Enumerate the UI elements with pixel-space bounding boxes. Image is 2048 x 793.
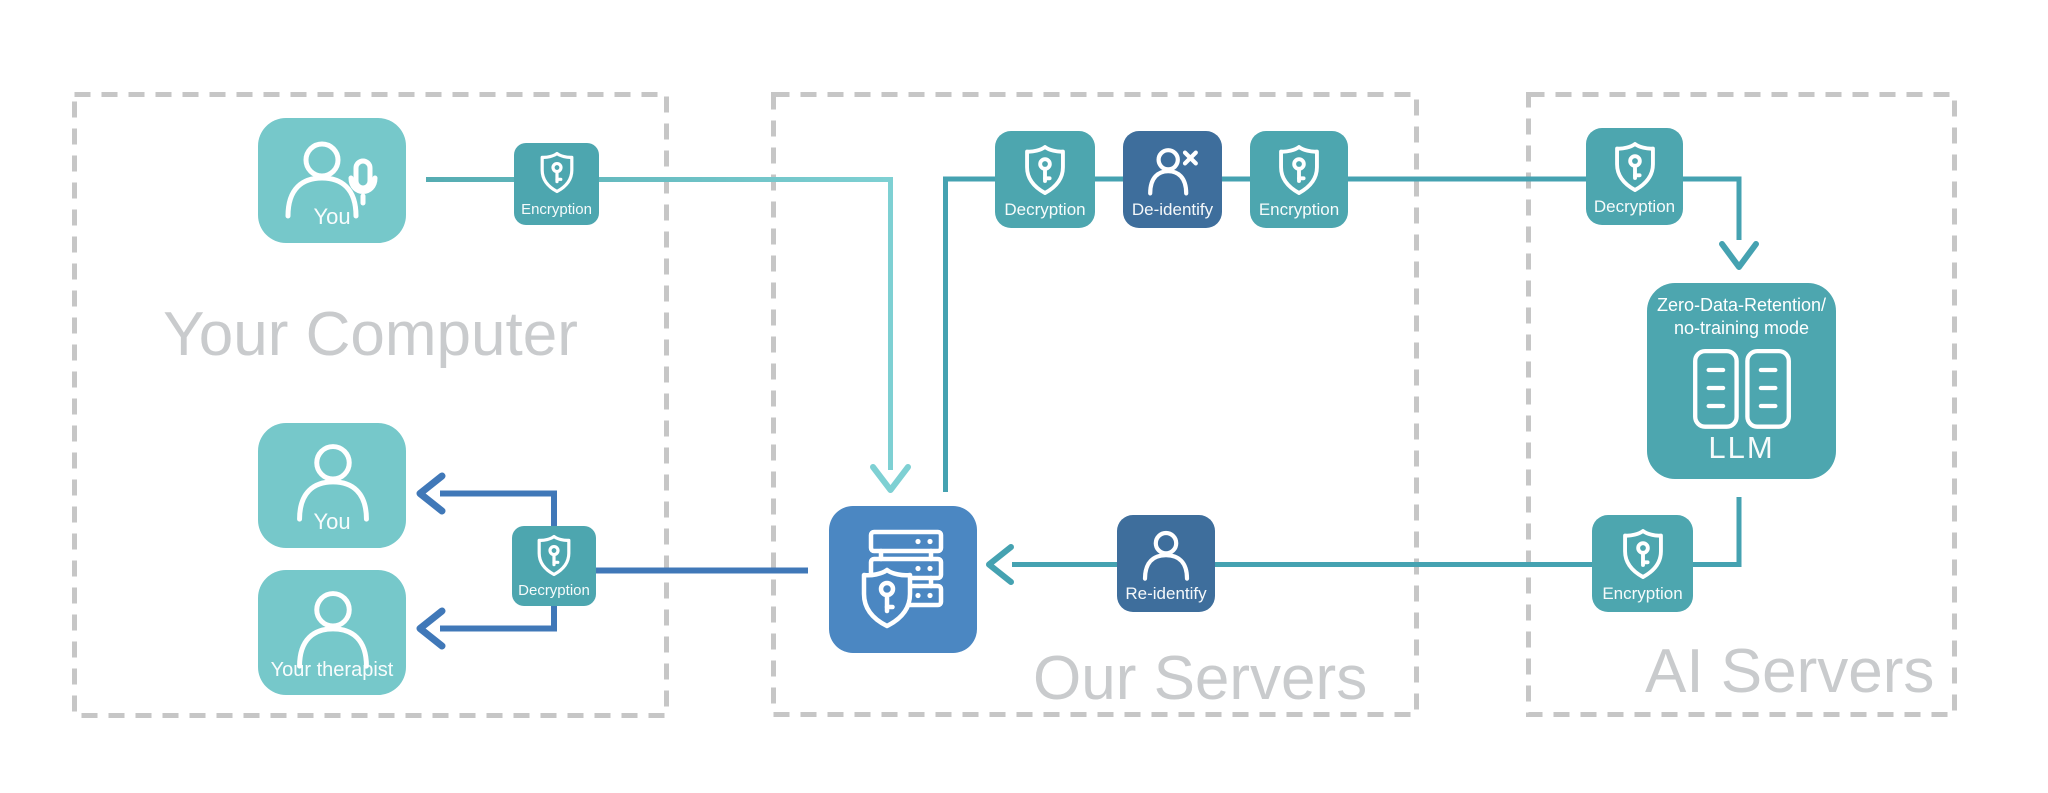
node-decryption-server: Decryption bbox=[995, 131, 1095, 228]
zone-label-our-servers: Our Servers bbox=[1033, 644, 1368, 713]
node-encryption-server: Encryption bbox=[1250, 131, 1348, 228]
arrowhead-left-into-therapist bbox=[416, 607, 446, 650]
node-label: De-identify bbox=[1131, 200, 1214, 219]
node-you-receiving: You bbox=[258, 423, 406, 548]
server-shield-icon bbox=[855, 526, 955, 630]
llm-mode-title: Zero-Data-Retention/ no-training mode bbox=[1647, 294, 1836, 340]
llm-mode-title-line2: no-training mode bbox=[1673, 318, 1810, 338]
zone-label-ai-servers: AI Servers bbox=[1645, 637, 1935, 706]
arrowhead-down-into-llm bbox=[1719, 241, 1759, 270]
person-x-icon bbox=[1143, 141, 1203, 199]
node-encryption-ai: Encryption bbox=[1592, 515, 1693, 612]
node-you-speaking: You bbox=[258, 118, 406, 243]
node-label: Decryption bbox=[1004, 200, 1086, 219]
node-label: You bbox=[313, 509, 351, 534]
encrypted-upload-line bbox=[426, 177, 911, 493]
shield-key-icon bbox=[1022, 144, 1068, 196]
node-secure-server bbox=[829, 506, 977, 653]
shield-key-icon bbox=[1276, 144, 1322, 196]
node-encryption-local: Encryption bbox=[514, 143, 599, 225]
shield-key-icon bbox=[535, 534, 573, 577]
zone-border-our-servers bbox=[771, 92, 1419, 717]
arrowhead-down-into-server bbox=[870, 464, 911, 493]
llm-mode-title-line1: Zero-Data-Retention/ bbox=[1656, 295, 1827, 315]
node-de-identify: De-identify bbox=[1123, 131, 1222, 228]
arrowhead-left-into-server bbox=[986, 544, 1014, 585]
node-decryption-ai: Decryption bbox=[1586, 128, 1683, 225]
shield-key-icon bbox=[1620, 528, 1666, 580]
node-llm: Zero-Data-Retention/ no-training mode LL… bbox=[1647, 283, 1836, 479]
shield-key-icon bbox=[538, 151, 576, 194]
llm-return-line bbox=[986, 497, 1742, 585]
node-label: You bbox=[313, 204, 351, 229]
zone-label-your-computer: Your Computer bbox=[163, 300, 578, 369]
person-icon bbox=[285, 584, 381, 670]
node-label: Encryption bbox=[521, 201, 592, 218]
node-label: Decryption bbox=[1593, 197, 1676, 216]
shield-key-icon bbox=[1612, 141, 1658, 193]
node-label: Re-identify bbox=[1125, 584, 1207, 603]
node-re-identify: Re-identify bbox=[1117, 515, 1215, 612]
person-icon bbox=[1136, 525, 1196, 583]
node-label: Your therapist bbox=[270, 659, 394, 681]
node-label: LLM bbox=[1708, 430, 1775, 465]
zone-border-ai-servers bbox=[1526, 92, 1957, 717]
node-label: Decryption bbox=[518, 582, 590, 599]
llm-servers-icon bbox=[1688, 347, 1796, 429]
arrowhead-left-into-you bbox=[416, 472, 446, 515]
node-label: Encryption bbox=[1258, 200, 1340, 219]
node-your-therapist: Your therapist bbox=[258, 570, 406, 695]
decryption-to-users-lines bbox=[416, 472, 557, 650]
zone-border-your-computer bbox=[72, 92, 669, 718]
node-label: Encryption bbox=[1602, 584, 1683, 603]
node-decryption-local: Decryption bbox=[512, 526, 596, 606]
